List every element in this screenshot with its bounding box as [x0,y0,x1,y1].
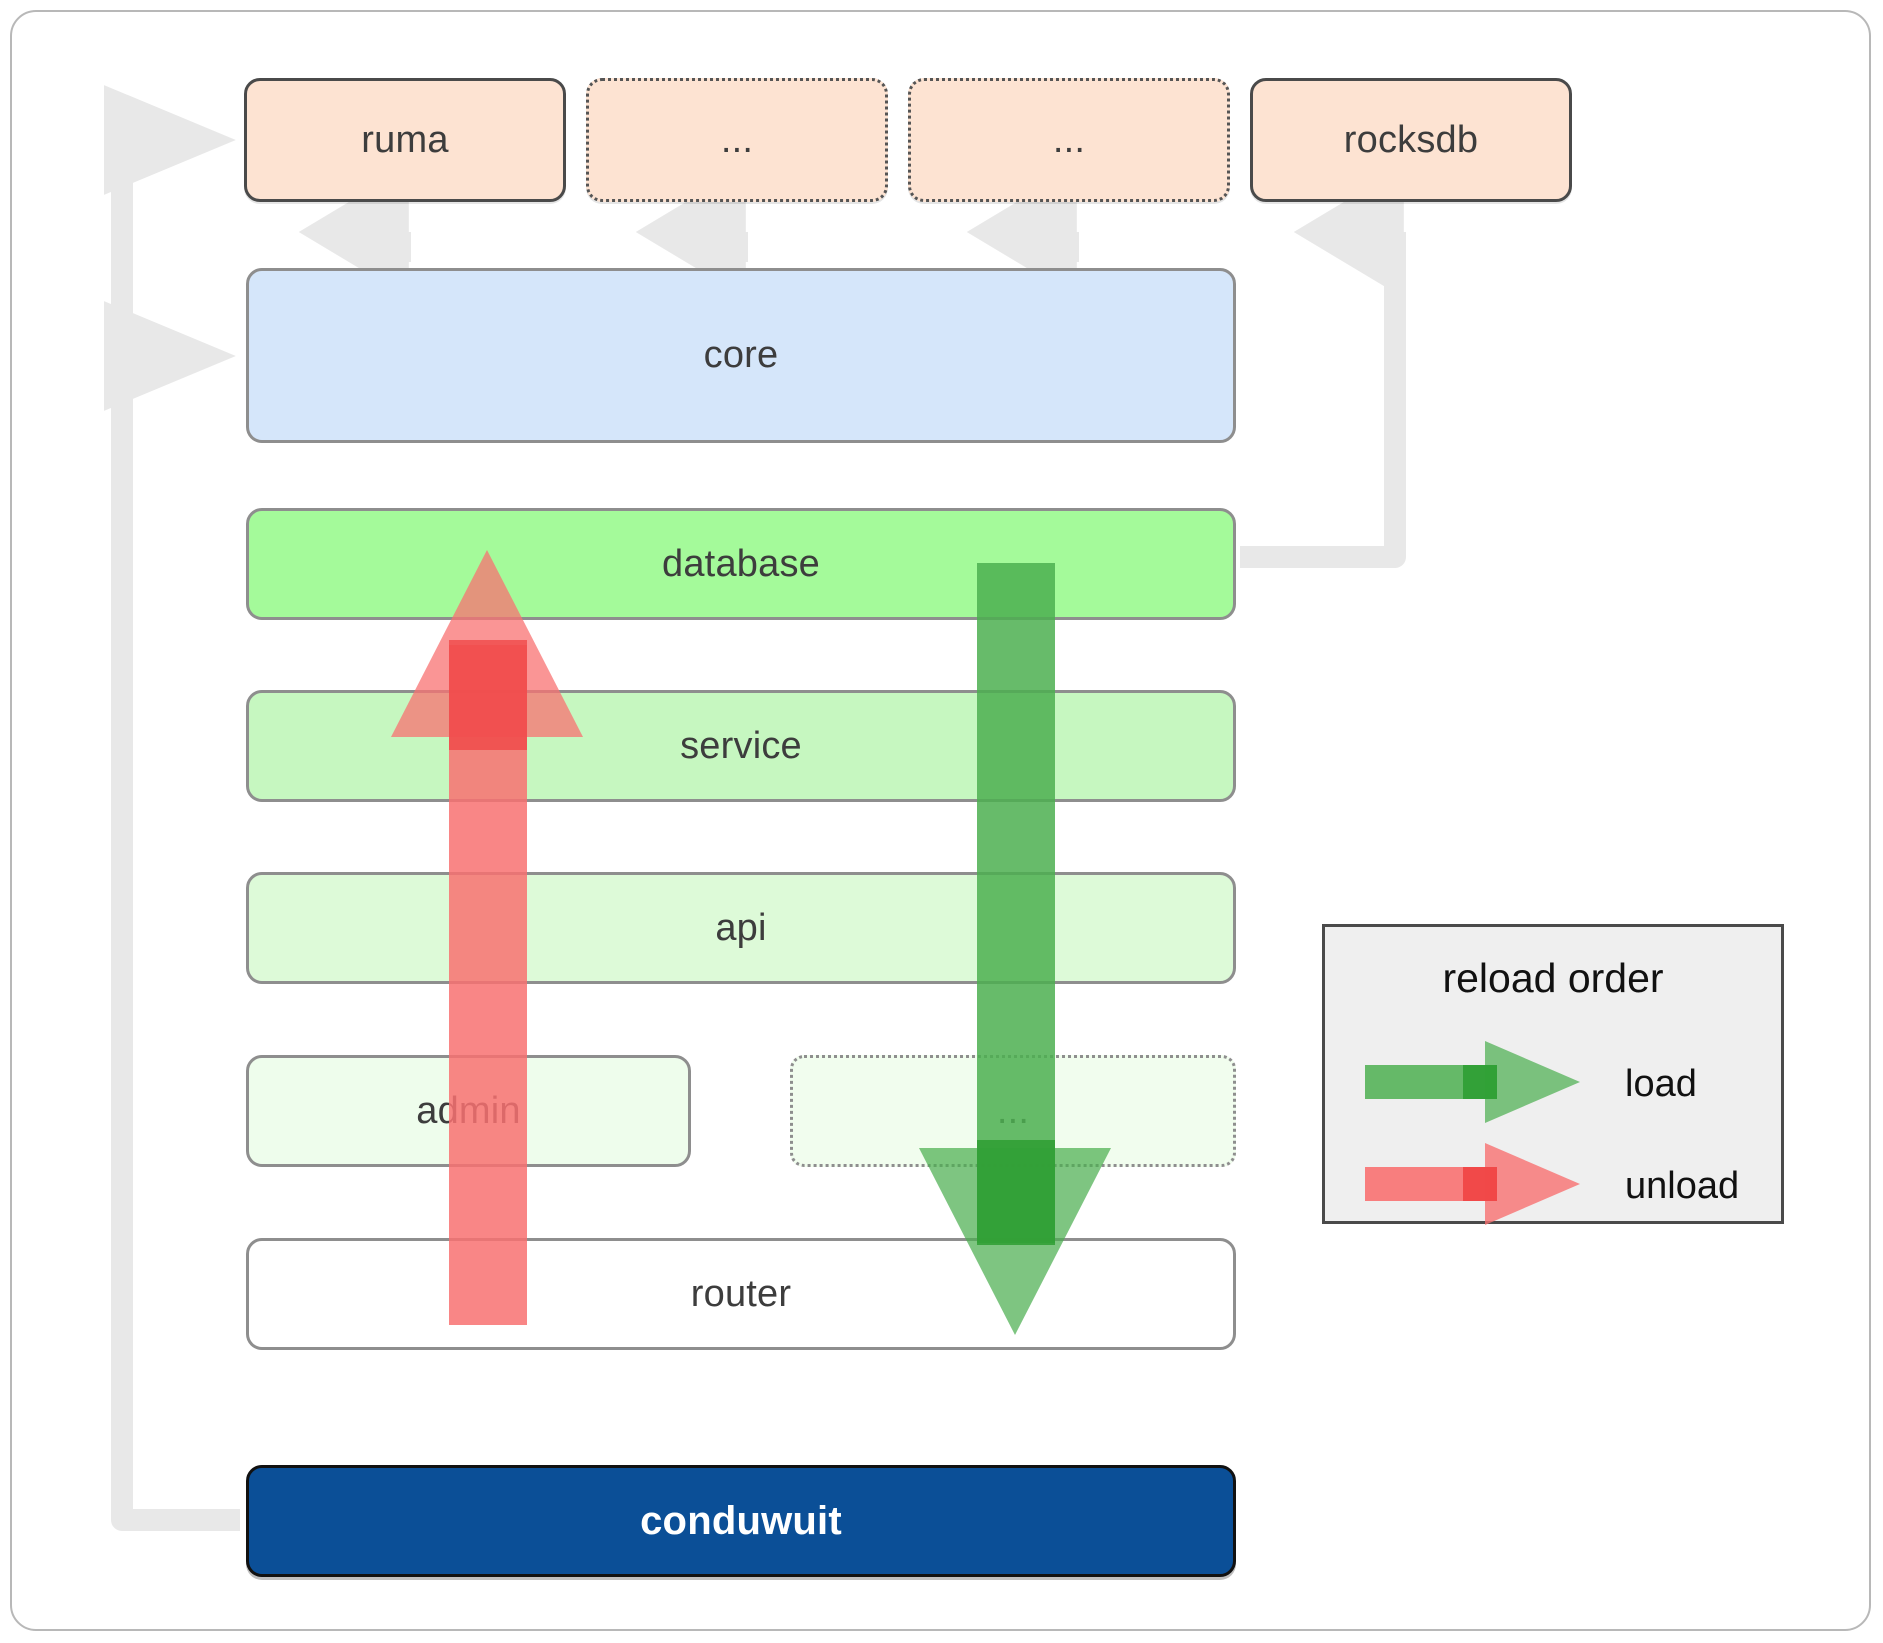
layer-box-router[interactable]: router [246,1238,1236,1350]
root-box-conduwuit[interactable]: conduwuit [246,1465,1236,1577]
unload-arrow [391,550,583,1325]
load-arrow [919,563,1111,1335]
layer-box-database[interactable]: database [246,508,1236,620]
legend-panel: reload order load unload [1322,924,1784,1225]
connector-conduwuit-to-ruma [103,85,236,356]
unload-arrow-icon [1365,1143,1580,1225]
legend-item-load: load [1325,1041,1781,1135]
connector-database-to-rocksdb [1240,166,1406,568]
layer-box-api[interactable]: api [246,872,1236,984]
connector-conduwuit-to-core [103,301,240,1531]
legend-label-load: load [1625,1063,1697,1105]
legend-title: reload order [1442,955,1664,1001]
load-arrow-icon [1365,1041,1580,1123]
legend-item-unload: unload [1325,1143,1781,1237]
legend-label-unload: unload [1625,1165,1740,1207]
